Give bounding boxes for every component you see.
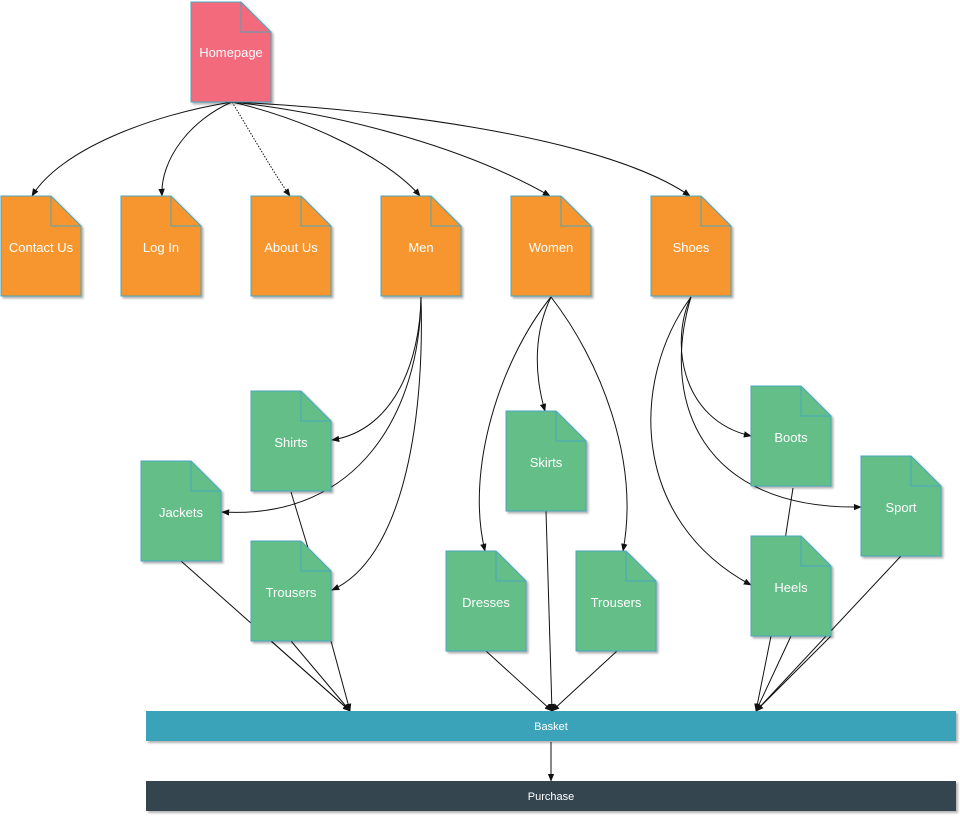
page-shoes-heels-label: Heels: [774, 580, 808, 595]
edge-women-trousers-basket: [551, 650, 618, 712]
page-men-shirts-label: Shirts: [274, 435, 308, 450]
page-women-label: Women: [529, 240, 574, 255]
page-women-dresses-label: Dresses: [462, 595, 510, 610]
page-shoes-label: Shoes: [673, 240, 710, 255]
page-homepage-shape: [190, 1, 272, 103]
page-contact-us-label: Contact Us: [9, 240, 74, 255]
edge-homepage-contact-us: [31, 101, 233, 197]
edge-trousers-basket-2: [290, 640, 351, 712]
edge-women-trousers: [550, 296, 628, 552]
edges: [31, 101, 902, 782]
page-women-skirts: Skirts: [505, 410, 587, 512]
edge-women-skirts: [536, 296, 552, 412]
page-women-skirts-label: Skirts: [530, 455, 563, 470]
edge-homepage-women: [231, 101, 551, 197]
edge-homepage-shoes: [231, 101, 691, 197]
page-shoes-sport-label: Sport: [885, 500, 916, 515]
edge-dresses-basket: [485, 650, 553, 712]
page-shoes-heels: Heels: [750, 535, 832, 637]
page-homepage: Homepage: [190, 1, 272, 103]
page-log-in-label: Log In: [143, 240, 179, 255]
edge-homepage-log-in: [158, 101, 233, 197]
page-about-us-label: About Us: [264, 240, 318, 255]
edge-homepage-men: [231, 101, 421, 197]
page-men-trousers-label: Trousers: [266, 585, 317, 600]
page-men-jackets-label: Jackets: [159, 505, 204, 520]
page-shoes: Shoes: [650, 195, 732, 297]
page-contact-us: Contact Us: [0, 195, 82, 297]
edge-shoes-boots: [680, 296, 752, 438]
edge-shoes-sport: [680, 296, 862, 511]
edge-women-dresses: [478, 296, 552, 552]
edge-shirts-trousers-link: [290, 491, 309, 549]
edge-boots-heels-link: [784, 487, 794, 541]
basket-label: Basket: [534, 721, 568, 733]
page-men-label: Men: [408, 240, 433, 255]
page-shoes-boots-label: Boots: [774, 430, 808, 445]
page-men-trousers: Trousers: [250, 540, 332, 642]
edge-men-shirts: [331, 296, 422, 443]
page-homepage-label: Homepage: [199, 45, 263, 60]
edge-shoes-heels: [650, 296, 752, 586]
edge-skirts-basket: [545, 510, 555, 712]
purchase-label: Purchase: [528, 791, 574, 803]
page-log-in: Log In: [120, 195, 202, 297]
page-men-shirts: Shirts: [250, 390, 332, 492]
edge-heels-basket-3: [755, 635, 832, 712]
page-women-trousers-label: Trousers: [591, 595, 642, 610]
edge-men-trousers: [331, 296, 422, 591]
purchase-bar: Purchase: [146, 781, 956, 811]
page-shoes-sport: Sport: [860, 455, 942, 557]
basket-bar: Basket: [146, 711, 956, 741]
page-men: Men: [380, 195, 462, 297]
page-men-jackets: Jackets: [140, 460, 222, 562]
edge-men-jackets: [221, 296, 422, 516]
page-women-trousers: Trousers: [575, 550, 657, 652]
edge-trousers-basket-1: [270, 640, 351, 712]
edge-heels-basket-2: [755, 635, 792, 712]
page-about-us: About Us: [250, 195, 332, 297]
edge-trousers-basket-3: [330, 640, 352, 712]
edge-heels-basket-1: [754, 635, 772, 712]
page-shoes-boots: Boots: [750, 385, 832, 487]
page-women: Women: [510, 195, 592, 297]
page-women-dresses: Dresses: [445, 550, 527, 652]
